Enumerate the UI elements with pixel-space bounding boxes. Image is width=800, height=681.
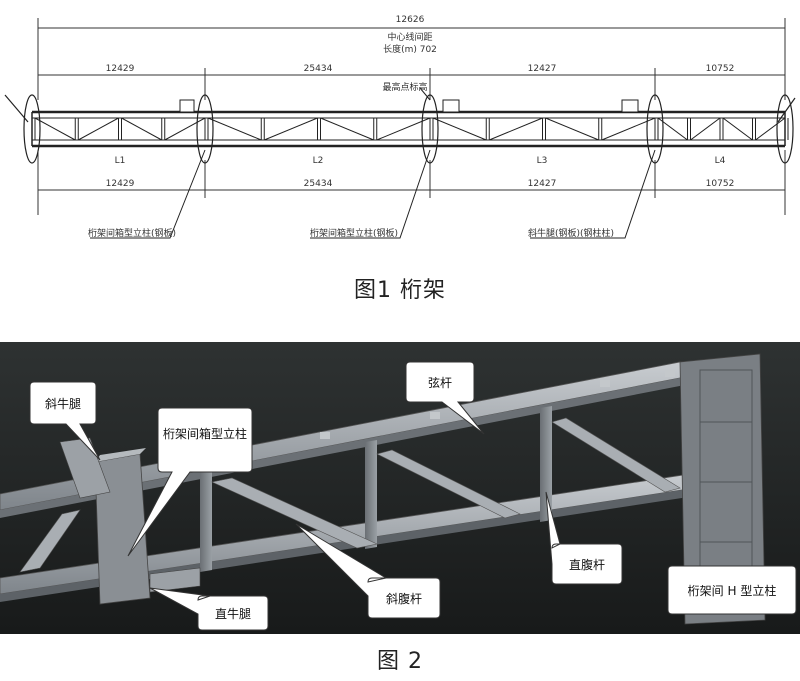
diagonal-web-member bbox=[207, 117, 262, 141]
callout-diagonal-web-bubble bbox=[295, 523, 441, 619]
callout-h-column-bubble bbox=[667, 565, 797, 615]
top-elevation-label: 最高点标高 bbox=[382, 81, 427, 93]
callout-text-1: 桁架间箱型立柱(钢板) bbox=[88, 227, 176, 239]
bottom-dim-2: 25434 bbox=[304, 179, 333, 189]
diagonal-web-member bbox=[690, 117, 721, 141]
callout-text-2: 桁架间箱型立柱(钢板) bbox=[310, 227, 398, 239]
panel-label-1: L1 bbox=[115, 156, 126, 166]
callout-box-column: 桁架间箱型立柱 bbox=[163, 426, 247, 441]
callout-oblique-corbel: 斜牛腿 bbox=[45, 396, 81, 411]
diagonal-web-member bbox=[264, 117, 318, 141]
column-marker-1 bbox=[196, 94, 214, 164]
top-dim-3: 12427 bbox=[528, 64, 557, 74]
column-marker-3 bbox=[646, 94, 664, 164]
panel-label-4: L4 bbox=[715, 156, 726, 166]
diagonal-web-member bbox=[755, 117, 786, 141]
top-dim-2: 25434 bbox=[304, 64, 333, 74]
truss-3d-body bbox=[0, 353, 766, 625]
truss-body bbox=[31, 110, 789, 148]
diagonal-web-member bbox=[121, 117, 162, 141]
span-label-2: 长度(m) 702 bbox=[383, 43, 437, 55]
bottom-dim-1: 12429 bbox=[106, 179, 135, 189]
column-marker-left bbox=[23, 94, 41, 164]
top-dim-1: 12429 bbox=[106, 64, 135, 74]
panel-label-3: L3 bbox=[537, 156, 548, 166]
column-marker-right bbox=[776, 94, 794, 164]
bottom-dim-4: 10752 bbox=[706, 179, 735, 189]
truss-elevation-drawing: 12626 中心线间距 长度(m) 702 12429 25434 12427 … bbox=[4, 15, 796, 239]
diagonal-web-member bbox=[545, 117, 599, 141]
figure1-caption: 图1 桁架 bbox=[354, 278, 446, 303]
callout-straight-corbel: 直牛腿 bbox=[215, 606, 251, 621]
callout-vertical-web-bubble bbox=[545, 491, 623, 585]
column-marker-2 bbox=[421, 94, 439, 164]
callout-text-3: 斜牛腿(钢板)(钢柱柱) bbox=[528, 227, 614, 239]
diagonal-web-member bbox=[722, 117, 753, 141]
top-dim-4: 10752 bbox=[706, 64, 735, 74]
callout-box-column-bubble bbox=[127, 407, 253, 557]
truss-3d-model: 斜牛腿 桁架间箱型立柱 弦杆 直腹杆 斜腹杆 直牛腿 桁架间 H 型立柱 bbox=[0, 342, 800, 634]
diagonal-web-member bbox=[78, 117, 119, 141]
straight-corbel bbox=[149, 567, 201, 593]
diagonal-web-member bbox=[164, 117, 206, 141]
callout-straight-corbel-bubble bbox=[149, 587, 269, 631]
panel-label-2: L2 bbox=[313, 156, 324, 166]
callout-leader-3 bbox=[530, 149, 656, 239]
figure2-caption: 图 2 bbox=[377, 649, 423, 674]
callout-h-column: 桁架间 H 型立柱 bbox=[688, 583, 777, 598]
diagonal-web-member bbox=[34, 117, 76, 141]
diagonal-web-member bbox=[432, 117, 487, 141]
diagonal-web-member bbox=[320, 117, 374, 141]
callout-leader-2 bbox=[310, 149, 431, 239]
callout-chord: 弦杆 bbox=[428, 375, 452, 390]
callout-oblique-corbel-bubble bbox=[29, 381, 101, 461]
callout-chord-bubble bbox=[405, 361, 485, 435]
callout-diagonal-web: 斜腹杆 bbox=[386, 592, 422, 606]
callout-leader-1 bbox=[90, 149, 206, 239]
span-label-1: 中心线间距 bbox=[387, 31, 432, 43]
callout-vertical-web: 直腹杆 bbox=[569, 558, 605, 572]
overall-dimension: 12626 bbox=[396, 15, 425, 25]
diagonal-web-member bbox=[376, 117, 431, 141]
diagonal-web-member bbox=[489, 117, 543, 141]
diagonal-web-member bbox=[601, 117, 656, 141]
bottom-dim-3: 12427 bbox=[528, 179, 557, 189]
